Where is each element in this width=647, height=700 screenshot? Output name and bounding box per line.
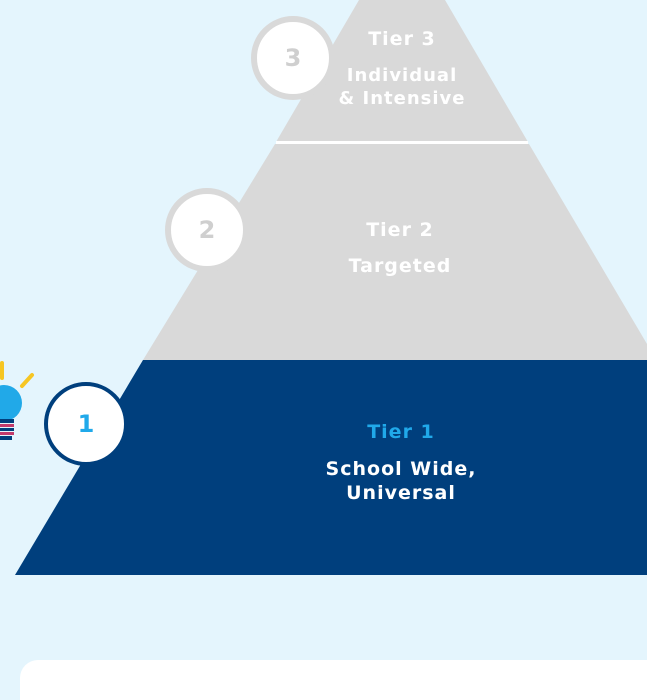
tier-1-title: Tier 1 <box>367 421 435 443</box>
tier-1-section <box>15 360 647 575</box>
tier-3-subtitle-line2: & Intensive <box>338 88 466 109</box>
tier-3-badge: 3 <box>251 16 335 100</box>
tier-1-badge: 1 <box>44 382 128 466</box>
tier-2-badge: 2 <box>165 188 249 272</box>
tier-2-title: Tier 2 <box>366 219 434 241</box>
tier-3-title: Tier 3 <box>368 28 436 50</box>
tier-1-subtitle-line1: School Wide, <box>325 458 477 480</box>
tier-1-subtitle-line2: Universal <box>346 482 456 504</box>
tier-3-section <box>276 0 528 142</box>
tier-3-subtitle-line1: Individual <box>346 65 458 86</box>
lightbulb-icon <box>0 361 34 440</box>
tier-2-subtitle: Targeted <box>348 255 452 277</box>
tier-2-section <box>143 144 647 360</box>
content-panel <box>20 660 647 700</box>
